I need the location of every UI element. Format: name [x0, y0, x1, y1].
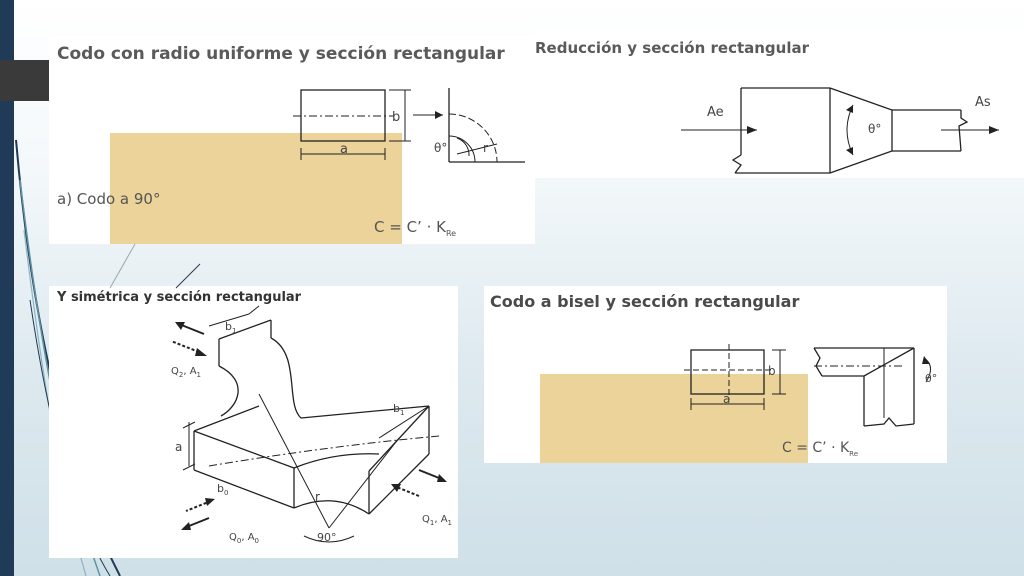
label-as: As — [975, 95, 991, 110]
label-q2-a1: Q2, A1 — [171, 366, 202, 379]
dark-block — [0, 60, 49, 101]
label-b1-right: b1 — [393, 402, 405, 418]
label-90: 90° — [317, 531, 337, 544]
panel-y-simetrica: Y simétrica y sección rectangular — [49, 286, 458, 558]
y-simetrica-diagram — [170, 305, 447, 543]
panel-title: Y simétrica y sección rectangular — [57, 290, 302, 305]
panel-codo-radio: Codo con radio uniforme y sección rectan… — [49, 36, 535, 244]
bisel-diagram — [684, 344, 931, 427]
label-ae: Ae — [707, 105, 724, 120]
label-theta: θ° — [868, 122, 882, 136]
label-theta: θ° — [925, 372, 938, 385]
caption-codo-90: a) Codo a 90° — [57, 190, 161, 208]
panel-bisel: Codo a bisel y sección rectangular b a θ… — [484, 286, 947, 463]
label-b: b — [392, 110, 401, 125]
panel-title: Reducción y sección rectangular — [535, 39, 810, 57]
tan-highlight — [540, 374, 808, 463]
tan-highlight — [110, 133, 402, 244]
label-theta: θ° — [434, 141, 448, 155]
label-b: b — [768, 364, 776, 378]
label-a: a — [340, 142, 348, 157]
panel-title: Codo con radio uniforme y sección rectan… — [57, 44, 505, 64]
decorative-lines — [109, 243, 201, 289]
label-b0: b0 — [217, 482, 229, 498]
label-r: r — [315, 490, 320, 504]
formula: C = C’ · KRe — [374, 218, 457, 238]
panel-title: Codo a bisel y sección rectangular — [490, 292, 800, 311]
formula: C = C’ · KRe — [782, 440, 859, 458]
label-a: a — [723, 392, 731, 406]
reduccion-diagram — [681, 87, 999, 174]
codo-radio-diagram — [293, 88, 525, 163]
label-b1-top: b1 — [225, 320, 237, 336]
label-q1-a1: Q1, A1 — [422, 514, 453, 527]
label-q0-a0: Q0, A0 — [229, 532, 260, 545]
left-navy-bar — [0, 0, 14, 576]
label-a: a — [175, 440, 183, 454]
label-r: r — [483, 141, 488, 155]
panel-reduccion: Reducción y sección rectangular Ae As θ° — [535, 30, 1024, 178]
